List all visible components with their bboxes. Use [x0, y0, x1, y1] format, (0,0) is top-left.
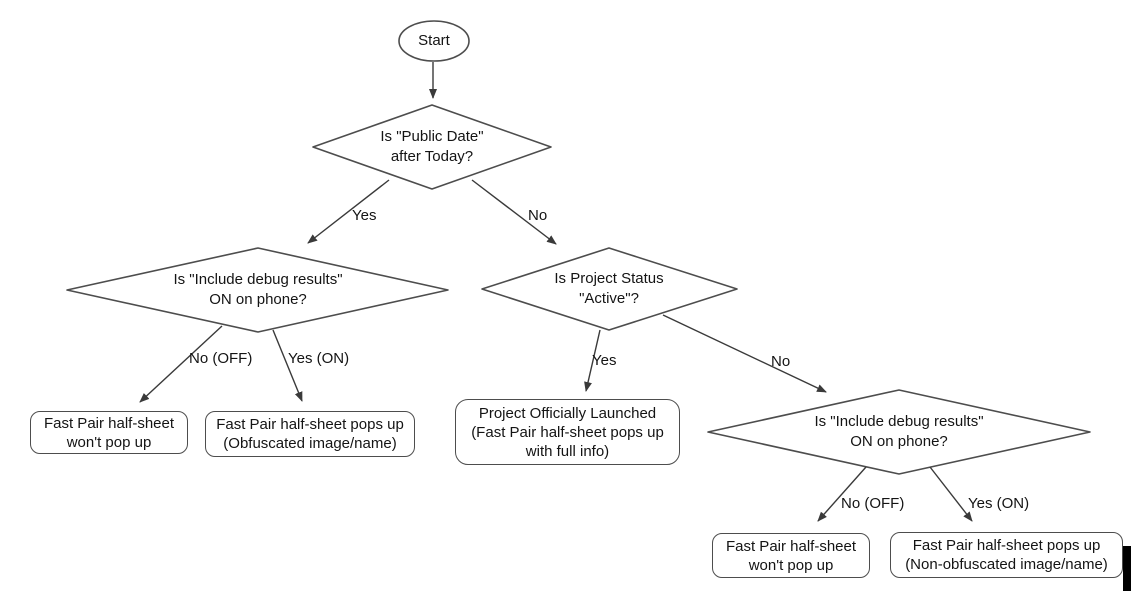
- arrow-status-yes: [584, 329, 601, 392]
- edge-label-public-date-yes: Yes: [352, 207, 377, 224]
- result-wont-popup-left: Fast Pair half-sheet won't pop up: [30, 411, 188, 454]
- edge-label-status-yes: Yes: [592, 352, 617, 369]
- result-obfuscated: Fast Pair half-sheet pops up (Obfuscated…: [205, 411, 415, 457]
- arrow-public-date-no: [471, 179, 557, 245]
- decision-debug-right-shape: [707, 389, 1091, 475]
- arrow-debug-right-no: [817, 466, 867, 522]
- edge-label-debug-left-no: No (OFF): [189, 350, 253, 367]
- edge-label-debug-right-no: No (OFF): [841, 495, 905, 512]
- edge-label-public-date-no: No: [528, 207, 548, 224]
- arrow-debug-left-yes: [272, 329, 303, 402]
- edge-label-debug-right-yes: Yes (ON): [968, 495, 1030, 512]
- decision-debug-right-label: Is "Include debug results" ON on phone?: [814, 413, 984, 450]
- result-launched: Project Officially Launched (Fast Pair h…: [455, 399, 680, 465]
- arrow-public-date-yes: [307, 179, 390, 244]
- edge-label-debug-left-yes: Yes (ON): [288, 350, 350, 367]
- decision-public-date-shape: [312, 104, 552, 190]
- decision-debug-left-label: Is "Include debug results" ON on phone?: [173, 270, 343, 308]
- arrow-status-no: [662, 314, 827, 393]
- decision-debug-left-shape: [66, 247, 449, 333]
- decision-public-date-label: Is "Public Date" after Today?: [380, 128, 484, 165]
- text-caret: [1123, 546, 1131, 591]
- decision-project-status-shape: [481, 247, 738, 331]
- result-wont-popup-right: Fast Pair half-sheet won't pop up: [712, 533, 870, 578]
- edge-label-status-no: No: [771, 353, 791, 370]
- result-non-obfuscated: Fast Pair half-sheet pops up (Non-obfusc…: [890, 532, 1123, 578]
- arrow-debug-right-yes: [929, 466, 973, 522]
- start-node-shape: [398, 20, 470, 62]
- start-label: Start: [418, 32, 450, 49]
- arrow-debug-left-no: [139, 325, 223, 403]
- decision-project-status-label: Is Project Status "Active"?: [554, 270, 664, 307]
